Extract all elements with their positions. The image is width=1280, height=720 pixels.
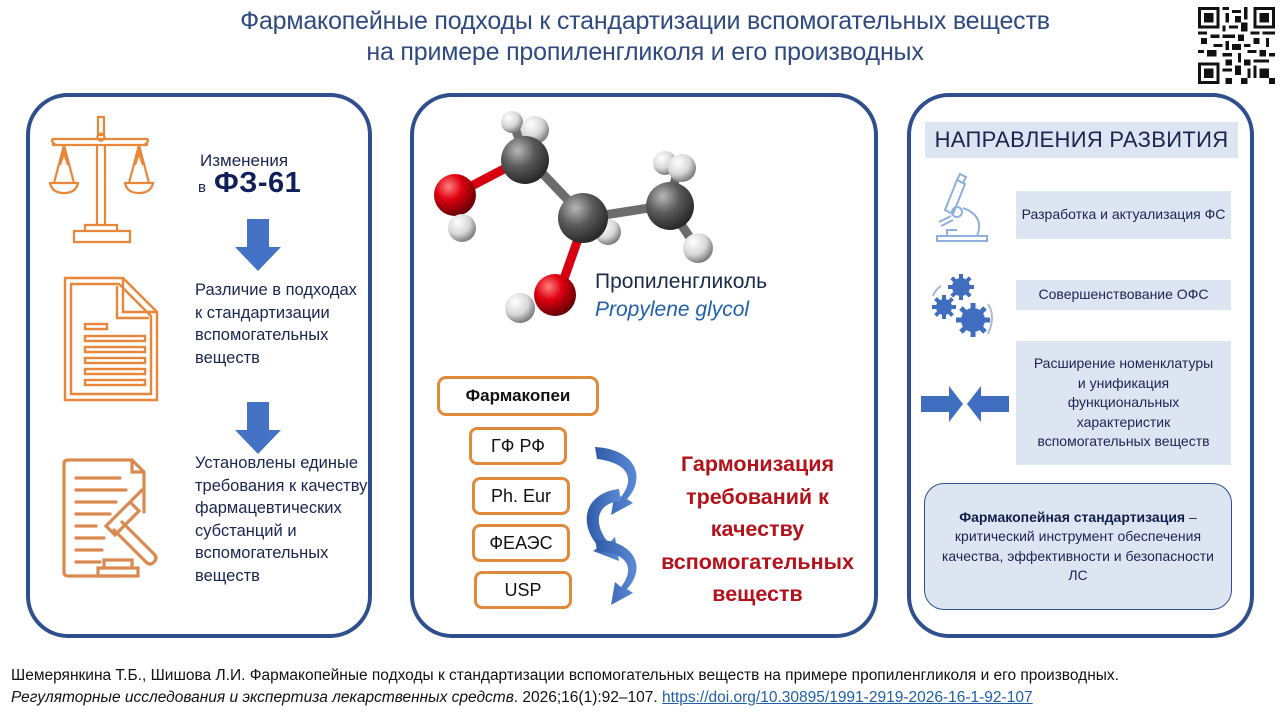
arrow-down-icon — [235, 402, 281, 454]
pharmacopoeia-usp: USP — [474, 571, 572, 609]
difference-label: Различие в подходах к стандартизации всп… — [195, 281, 357, 367]
standardization-summary: Фармакопейная стандартизация – критическ… — [924, 483, 1232, 610]
direction-item-2: Совершенствование ОФС — [1016, 280, 1231, 310]
microscope-icon — [936, 172, 988, 242]
document-icon — [63, 276, 159, 402]
directions-heading: НАПРАВЛЕНИЯ РАЗВИТИЯ — [925, 122, 1238, 158]
pharmacopoeia-gf-rf: ГФ РФ — [469, 427, 567, 465]
qr-code-icon[interactable] — [1198, 7, 1275, 84]
arrow-down-icon — [235, 219, 281, 271]
document-gavel-icon — [62, 458, 158, 578]
summary-rest: – критический инструмент обеспечения кач… — [941, 508, 1215, 584]
curved-arrows-icon — [586, 447, 637, 605]
left-panel — [26, 93, 372, 638]
doi-link[interactable]: https://doi.org/10.30895/1991-2919-2026-… — [662, 689, 1033, 706]
gears-icon — [932, 274, 993, 337]
title-line-1: Фармакопейные подходы к стандартизации в… — [240, 7, 1050, 35]
pharmacopoeia-feaes: ФЕАЭС — [472, 524, 570, 562]
requirements-label: Установлены единые требования к качеству… — [195, 454, 368, 585]
scales-of-justice-icon — [48, 115, 155, 244]
journal-name: Регуляторные исследования и экспертиза л… — [11, 689, 514, 706]
summary-bold: Фармакопейная стандартизация — [959, 508, 1186, 525]
pharmacopoeias-label: Фармакопеи — [437, 376, 599, 416]
pharmacopoeia-ph-eur: Ph. Eur — [472, 477, 570, 515]
propylene-glycol-molecule-icon — [434, 111, 713, 323]
molecule-name-latin: Propylene glycol — [595, 298, 750, 321]
citation-line-1: Шемерянкина Т.Б., Шишова Л.И. Фармакопей… — [11, 667, 1119, 684]
fz-changes-label: Изменения — [200, 151, 289, 170]
direction-item-3: Расширение номенклатуры и унификация фун… — [1016, 341, 1231, 465]
molecule-name-ru: Пропиленгликоль — [595, 270, 768, 293]
citation-details: . 2026;16(1):92–107. — [513, 689, 663, 706]
fz-law-name: ФЗ-61 — [213, 167, 302, 199]
citation-line-2: Регуляторные исследования и экспертиза л… — [11, 687, 1271, 709]
title-line-2: на примере пропиленгликоля и его произво… — [366, 38, 924, 66]
page-title: Фармакопейные подходы к стандартизации в… — [140, 6, 1150, 68]
converging-arrows-icon — [921, 386, 1009, 422]
fz-law-line: в ФЗ-61 — [198, 169, 301, 200]
fz-prefix: в — [198, 179, 206, 196]
harmonization-text: Гармонизация требований к качеству вспом… — [661, 452, 854, 606]
direction-item-1: Разработка и актуализация ФС — [1016, 191, 1231, 239]
citation: Шемерянкина Т.Б., Шишова Л.И. Фармакопей… — [11, 665, 1271, 709]
